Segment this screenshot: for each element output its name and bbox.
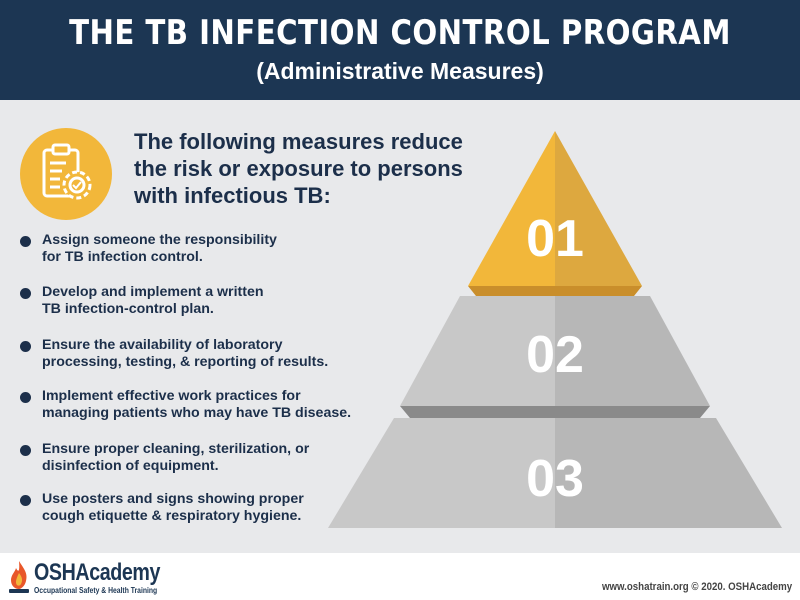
bullet-dot <box>20 341 31 352</box>
bullet-dot <box>20 236 31 247</box>
list-item-line: cough etiquette & respiratory hygiene. <box>42 508 302 524</box>
intro-line: The following measures reduce <box>134 129 463 154</box>
oshacademy-logo[interactable]: OSHAcademy Occupational Safety & Health … <box>6 559 166 597</box>
pyramid-level-01-right <box>555 131 642 286</box>
pyramid-level-01-ledge <box>468 286 642 296</box>
pyramid-label-01: 01 <box>526 210 584 268</box>
pyramid-level-02-left <box>400 296 555 406</box>
list-item-line: Ensure proper cleaning, sterilization, o… <box>42 441 310 457</box>
footer-bar <box>0 553 800 600</box>
pyramid-level-03-right <box>555 418 782 528</box>
bullet-dot <box>20 495 31 506</box>
intro-text: The following measures reduce the risk o… <box>134 128 464 209</box>
list-item-line: TB infection-control plan. <box>42 301 214 317</box>
header-banner: THE TB INFECTION CONTROL PROGRAM (Admini… <box>0 0 800 100</box>
list-item-line: Develop and implement a written <box>42 284 264 300</box>
page-title: THE TB INFECTION CONTROL PROGRAM <box>69 13 731 53</box>
list-item-line: processing, testing, & reporting of resu… <box>42 354 329 370</box>
flame-logo-icon <box>9 561 29 593</box>
list-item-line: Use posters and signs showing proper <box>42 491 304 507</box>
pyramid-label-02: 02 <box>526 326 584 384</box>
page-subtitle: (Administrative Measures) <box>256 58 544 84</box>
pyramid-label-03: 03 <box>526 450 584 508</box>
bullet-dot <box>20 445 31 456</box>
pyramid-level-02-right <box>555 296 710 406</box>
list-item-line: for TB infection control. <box>42 249 203 265</box>
list-item-line: managing patients who may have TB diseas… <box>42 405 352 421</box>
list-item-line: disinfection of equipment. <box>42 458 219 474</box>
bullet-dot <box>20 392 31 403</box>
list-item-line: Assign someone the responsibility <box>42 232 277 248</box>
intro-line: with infectious TB: <box>134 183 331 208</box>
logo-tagline: Occupational Safety & Health Training <box>34 586 158 595</box>
list-item-line: Implement effective work practices for <box>42 388 301 404</box>
clipboard-gear-icon <box>20 128 112 220</box>
list-item-line: Ensure the availability of laboratory <box>42 337 283 353</box>
pyramid-level-03-left <box>328 418 555 528</box>
copyright-credit: www.oshatrain.org © 2020. OSHAcademy <box>601 581 792 593</box>
bullet-dot <box>20 288 31 299</box>
logo-wordmark: OSHAcademy <box>34 559 161 586</box>
pyramid-level-01-left <box>468 131 555 286</box>
pyramid-graphic: 01 02 03 <box>328 131 782 528</box>
pyramid-level-02-ledge <box>400 406 710 418</box>
intro-line: the risk or exposure to persons <box>134 156 463 181</box>
